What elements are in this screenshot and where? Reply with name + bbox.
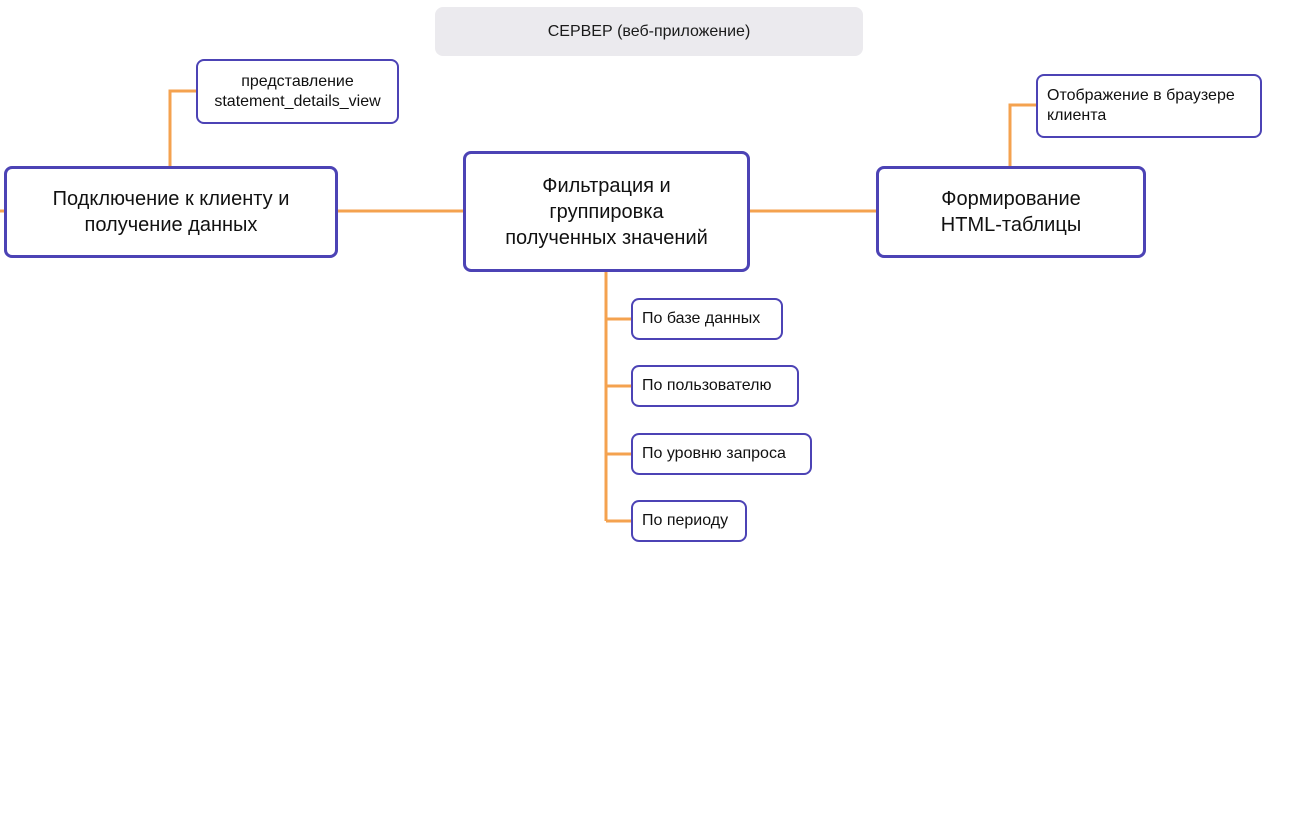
connection-node-label: Подключение к клиенту и получение данных (52, 188, 290, 236)
html-table-node: Формирование HTML-таблицы (876, 166, 1146, 258)
connection-node: Подключение к клиенту и получение данных (4, 166, 338, 258)
server-header-label: СЕРВЕР (веб-приложение) (547, 22, 751, 40)
filtering-node-label: Фильтрация и группировка полученных знач… (505, 174, 708, 249)
filter-period-label: По периоду (642, 512, 729, 529)
view-node-label: представление statement_details_view (214, 72, 381, 110)
filter-period-node: По периоду (631, 500, 747, 542)
filter-request-level-label: По уровню запроса (642, 445, 786, 462)
filter-request-level-node: По уровню запроса (631, 433, 812, 475)
filtering-node: Фильтрация и группировка полученных знач… (463, 151, 750, 272)
browser-node-label: Отображение в браузере клиента (1047, 87, 1235, 124)
filter-user-node: По пользователю (631, 365, 799, 407)
server-header: СЕРВЕР (веб-приложение) (435, 7, 863, 56)
filter-database-label: По базе данных (642, 310, 761, 327)
connector-connection-to-view (168, 89, 196, 166)
html-table-node-label: Формирование HTML-таблицы (940, 188, 1082, 236)
filter-user-label: По пользователю (642, 377, 772, 394)
view-node: представление statement_details_view (196, 59, 399, 124)
browser-node: Отображение в браузере клиента (1036, 74, 1262, 138)
connector-html-table-to-browser (1008, 103, 1036, 166)
filter-database-node: По базе данных (631, 298, 783, 340)
